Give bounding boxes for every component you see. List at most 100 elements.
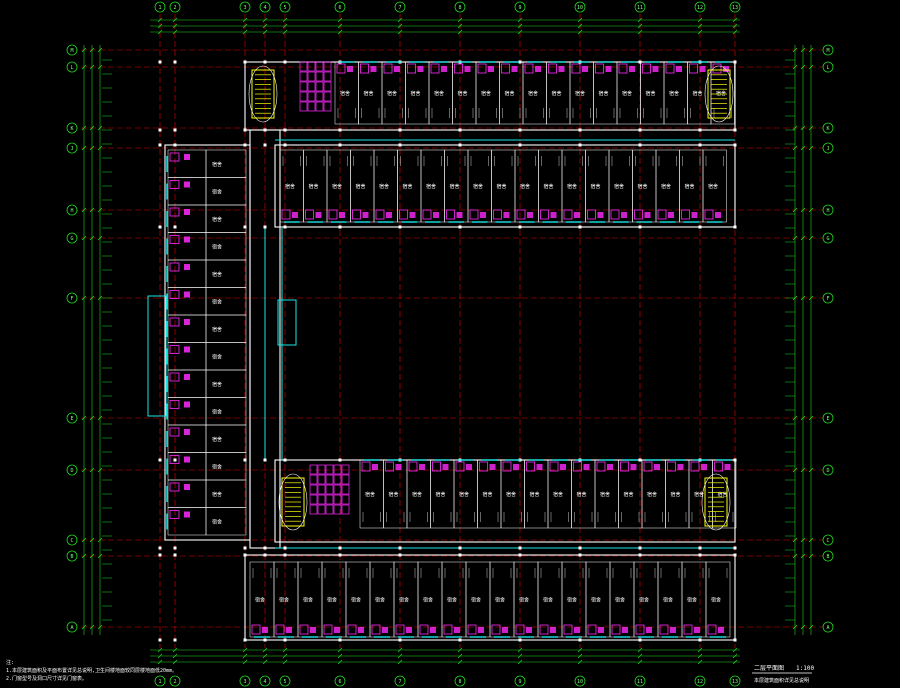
- room-label: 宿舍: [553, 491, 563, 498]
- dimension-tick: [172, 647, 178, 653]
- dimension-tick: [808, 207, 814, 213]
- grid-bubble: [634, 675, 646, 687]
- bathroom-fixture: [573, 461, 582, 472]
- grid-bubble: [822, 204, 834, 216]
- room-label: 宿舍: [365, 491, 375, 498]
- stair-icon: [701, 473, 731, 531]
- column-icon: [283, 546, 287, 550]
- grid-bubble: [822, 232, 834, 244]
- room-label: 宿舍: [481, 90, 491, 97]
- sink-fixture: [630, 464, 637, 470]
- bathroom-fixture: [524, 63, 534, 74]
- column-icon: [638, 553, 642, 557]
- dimension-tick: [792, 235, 798, 241]
- dimension-tick: [89, 467, 95, 473]
- restroom-stall: [325, 484, 334, 495]
- room-label: 宿舍: [694, 491, 704, 498]
- dimension-tick: [800, 553, 806, 559]
- column-icon: [158, 60, 162, 64]
- grid-bubble: [634, 1, 646, 13]
- room-label: 宿舍: [212, 189, 222, 196]
- column-icon: [458, 143, 462, 147]
- dimension-tick: [457, 659, 463, 665]
- dimension-tick: [808, 415, 814, 421]
- bathroom-fixture: [169, 152, 180, 162]
- dimension-tick: [792, 537, 798, 543]
- grid-bubble: [66, 44, 78, 56]
- room-label: 宿舍: [212, 436, 222, 443]
- sink-fixture: [724, 464, 731, 470]
- sink-fixture: [456, 212, 463, 218]
- bathroom-fixture: [169, 400, 180, 409]
- grid-bubble-label: 6: [338, 679, 341, 685]
- room-label: 宿舍: [426, 183, 436, 190]
- column-icon: [173, 458, 177, 462]
- sink-fixture: [310, 627, 316, 633]
- sink-fixture: [184, 291, 190, 298]
- room-label: 宿舍: [506, 491, 516, 498]
- drawing-title: 二层平面图: [754, 665, 784, 672]
- dimension-tick: [89, 537, 95, 543]
- dimension-tick: [637, 647, 643, 653]
- room-label: 宿舍: [375, 597, 385, 604]
- room-label: 宿舍: [647, 491, 657, 498]
- bathroom-fixture: [610, 209, 620, 220]
- dimension-tick: [89, 624, 95, 630]
- grid-bubble-label: L: [826, 65, 829, 71]
- bathroom-fixture: [620, 461, 629, 472]
- restroom-stall: [317, 484, 326, 495]
- sink-fixture: [582, 66, 588, 72]
- room-label: 宿舍: [520, 183, 530, 190]
- room-label: 宿舍: [364, 90, 374, 97]
- sink-fixture: [184, 346, 190, 353]
- dimension-tick: [792, 415, 798, 421]
- grid-bubble-label: 1: [158, 679, 161, 685]
- dimension-tick: [172, 23, 178, 29]
- dimension-tick: [242, 653, 248, 659]
- dimension-tick: [732, 29, 738, 35]
- dimension-tick: [262, 647, 268, 653]
- column-icon: [398, 638, 402, 642]
- dimension-tick: [808, 467, 814, 473]
- dimension-tick: [792, 125, 798, 131]
- room-label: 宿舍: [591, 183, 601, 190]
- grid-bubble: [334, 1, 346, 13]
- dimension-tick: [337, 29, 343, 35]
- bathroom-fixture: [169, 372, 180, 382]
- sink-fixture: [386, 212, 392, 218]
- grid-bubble-label: F: [826, 296, 829, 302]
- dimension-tick: [337, 647, 343, 653]
- grid-bubble-label: M: [826, 48, 829, 54]
- grid-bubble-label: 9: [518, 679, 521, 685]
- restroom-stall: [341, 464, 350, 475]
- restroom-stall: [299, 71, 308, 82]
- dimension-tick: [732, 659, 738, 665]
- grid-bubble-label: 3: [243, 679, 246, 685]
- grid-bubble: [169, 1, 181, 13]
- bathroom-fixture: [446, 209, 455, 220]
- room-label: 宿舍: [411, 90, 421, 97]
- column-icon: [338, 553, 342, 557]
- sink-fixture: [652, 66, 659, 72]
- column-icon: [338, 638, 342, 642]
- room-label: 宿舍: [711, 597, 721, 604]
- column-icon: [638, 128, 642, 132]
- room-label: 宿舍: [495, 597, 505, 604]
- dimension-tick: [81, 537, 87, 543]
- column-icon: [733, 128, 737, 132]
- drawing-scale: 1:100: [796, 665, 814, 672]
- sink-fixture: [262, 627, 268, 633]
- bathroom-fixture: [571, 63, 581, 74]
- dimension-tick: [81, 624, 87, 630]
- dimension-tick: [81, 207, 87, 213]
- dimension-tick: [397, 647, 403, 653]
- dimension-tick: [97, 145, 103, 151]
- room-label: 宿舍: [285, 183, 295, 190]
- column-icon: [158, 638, 162, 642]
- sink-fixture: [503, 212, 510, 218]
- sink-fixture: [489, 464, 496, 470]
- sink-fixture: [184, 181, 190, 188]
- restroom-stall: [333, 504, 342, 515]
- stair-outline: [281, 477, 305, 527]
